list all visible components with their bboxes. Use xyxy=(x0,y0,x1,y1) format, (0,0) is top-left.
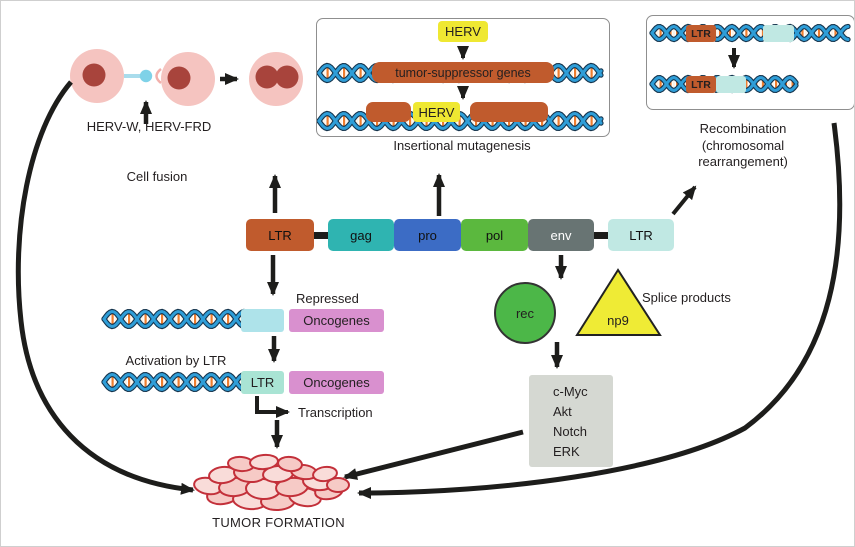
disrupted-gene-fragment-left xyxy=(366,102,411,122)
arrow-effectors-to-tumor xyxy=(343,429,524,480)
rec-protein-circle: rec xyxy=(494,282,556,344)
active-ltr-chip: LTR xyxy=(241,371,284,394)
tumor-formation-caption: TUMOR FORMATION xyxy=(212,515,345,530)
cell-2-nucleus xyxy=(167,66,191,90)
oncogenes-repressed-chip: Oncogenes xyxy=(289,309,384,332)
activation-by-ltr-label: Activation by LTR xyxy=(125,353,227,368)
tumor-cell xyxy=(326,477,350,493)
provirus-segment-ltr-5: LTR xyxy=(608,219,674,251)
provirus-segment-pol-3: pol xyxy=(461,219,528,251)
recombination-caption-line3: rearrangement) xyxy=(698,154,788,170)
effector-item: c-Myc xyxy=(553,384,588,399)
cell-fusion-caption: Cell fusion xyxy=(126,169,188,184)
insertional-mutagenesis-panel xyxy=(316,18,610,137)
curve-recombination-to-tumor xyxy=(357,122,843,499)
arrow-ltr-to-recombination xyxy=(671,185,697,216)
provirus-connector xyxy=(314,231,328,239)
dna-helix-icon xyxy=(649,23,851,43)
effector-item: Akt xyxy=(553,404,572,419)
cell-fusion-illustration xyxy=(70,49,303,106)
recomb-cyan-segment-top xyxy=(763,25,794,42)
recomb-cyan-segment-bottom xyxy=(716,76,746,93)
insertional-mutagenesis-caption: Insertional mutagenesis xyxy=(393,138,531,153)
recombination-caption-line2: (chromosomal xyxy=(701,137,785,153)
disrupted-gene-fragment-right xyxy=(470,102,548,122)
effector-item: ERK xyxy=(553,444,580,459)
recombination-caption: Recombination (chromosomal rearrangement… xyxy=(657,121,829,171)
herv-inserted-chip: HERV xyxy=(413,102,460,122)
recombination-caption-line1: Recombination xyxy=(699,121,787,136)
provirus-connector xyxy=(594,231,608,239)
cell-1-nucleus xyxy=(82,63,106,87)
herv-trigger-label: HERV-W, HERV-FRD xyxy=(86,119,212,134)
fused-cell-nucleus-1 xyxy=(255,65,279,89)
provirus-segment-env-4: env xyxy=(528,219,594,251)
effector-item: Notch xyxy=(553,424,587,439)
arrow-transcription xyxy=(255,396,290,418)
recomb-ltr-top-chip: LTR xyxy=(686,25,716,42)
repressed-label: Repressed xyxy=(296,291,359,306)
fused-cell-nucleus-2 xyxy=(275,65,299,89)
tumor-cell-cluster xyxy=(193,453,350,512)
curved-arrows xyxy=(15,80,843,499)
np9-label: np9 xyxy=(607,313,629,328)
herv-chip: HERV xyxy=(438,21,488,42)
tumor-suppressor-gene-bar: tumor-suppressor genes xyxy=(372,62,554,83)
transcription-label: Transcription xyxy=(298,405,373,420)
provirus-segment-gag-1: gag xyxy=(328,219,394,251)
provirus-segment-pro-2: pro xyxy=(394,219,461,251)
recombination-panel xyxy=(646,15,854,110)
silent-ltr-segment xyxy=(241,309,284,332)
fusion-membrane-opening xyxy=(155,68,162,84)
dna-helix-icon xyxy=(101,371,251,393)
oncogenes-active-chip: Oncogenes xyxy=(289,371,384,394)
provirus-segment-ltr-0: LTR xyxy=(246,219,314,251)
dna-helix-icon xyxy=(101,308,251,330)
fusion-dot-icon xyxy=(139,69,153,83)
splice-products-caption: Splice products xyxy=(642,290,731,305)
np9-triangle-icon xyxy=(575,268,662,336)
recomb-ltr-bottom-chip: LTR xyxy=(686,76,716,93)
curve-cellfusion-to-tumor xyxy=(15,80,195,495)
tumor-cell xyxy=(277,455,303,473)
tumor-cell xyxy=(312,465,338,483)
